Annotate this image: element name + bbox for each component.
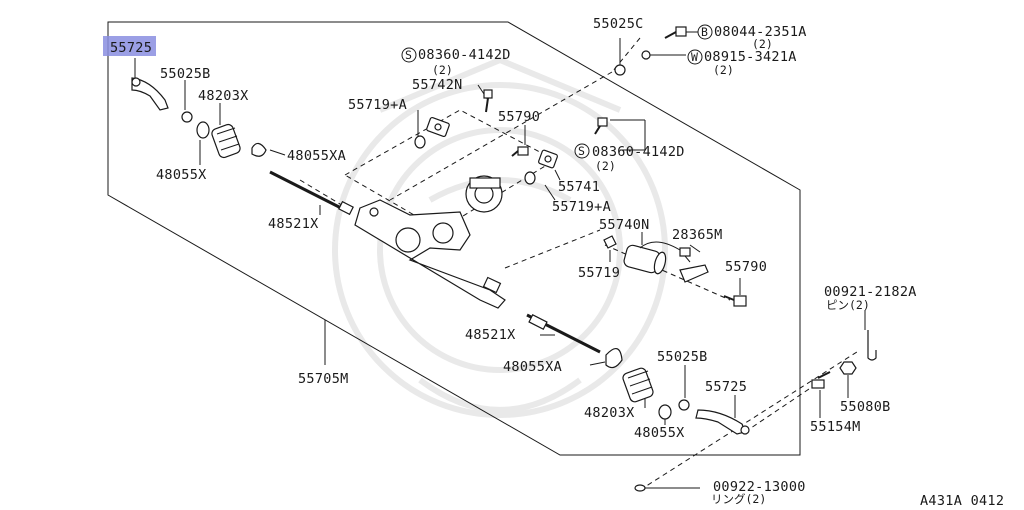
- label-48055XA-bot[interactable]: 48055XA: [503, 359, 562, 375]
- oring-55719A-mid: [524, 171, 536, 185]
- rack-housing-55705M: [354, 199, 506, 309]
- connector-28365M: [679, 247, 691, 257]
- label-08915[interactable]: 08915-3421A: [704, 49, 797, 65]
- label-48521X-bot[interactable]: 48521X: [465, 327, 516, 343]
- ring-00922: [634, 484, 646, 492]
- clamp-48055X-top: [196, 121, 210, 139]
- boot-48203X-top: [211, 123, 241, 159]
- bracket-55742N: [426, 116, 450, 138]
- nut-55025B-bot: [678, 399, 690, 411]
- tie-rod-end-bot: [695, 409, 750, 435]
- boot-48203X-bot: [622, 367, 654, 403]
- label-00922[interactable]: 00922-13000: [713, 479, 806, 495]
- label-55025B-top[interactable]: 55025B: [160, 66, 211, 82]
- motor-55742N: [465, 175, 503, 213]
- bolt-55154M: [811, 371, 831, 389]
- label-08915-qty: (2): [713, 63, 734, 77]
- label-55790-top[interactable]: 55790: [498, 109, 540, 125]
- bolt-08044: [664, 26, 687, 39]
- label-55719[interactable]: 55719: [578, 265, 620, 281]
- sensor-55740N: [623, 241, 691, 275]
- label-55080B[interactable]: 55080B: [840, 399, 891, 415]
- label-55740N[interactable]: 55740N: [599, 217, 650, 233]
- label-55719A-top[interactable]: 55719+A: [348, 97, 407, 113]
- label-48055X-top[interactable]: 48055X: [156, 167, 207, 183]
- part-labels: 55725 55025B 48203X 48055XA 48055X 48521…: [110, 16, 1004, 509]
- label-55154M[interactable]: 55154M: [810, 419, 861, 435]
- label-00921-jp: ピン(2): [826, 298, 870, 312]
- bolt-55790-top: [511, 146, 529, 157]
- circled-letters: S B W S: [401, 24, 713, 159]
- label-08044[interactable]: 08044-2351A: [714, 24, 807, 40]
- bolt-08360-top: [483, 89, 493, 113]
- label-55725-bot[interactable]: 55725: [705, 379, 747, 395]
- circle-s-top: S: [405, 48, 412, 62]
- label-48521X-top[interactable]: 48521X: [268, 216, 319, 232]
- circle-b: B: [701, 25, 708, 39]
- label-00922-jp: リング(2): [711, 492, 766, 506]
- washer-08915: [641, 50, 651, 60]
- label-48055X-bot[interactable]: 48055X: [634, 425, 685, 441]
- label-08360-mid[interactable]: 08360-4142D: [592, 144, 685, 160]
- bracket-28365M: [679, 264, 709, 283]
- leader-lines: [134, 31, 866, 489]
- nut-55080B: [839, 361, 857, 375]
- label-48203X-bot[interactable]: 48203X: [584, 405, 635, 421]
- diagram-code: A431A 0412: [920, 493, 1004, 509]
- circle-w: W: [691, 50, 698, 64]
- label-48055XA-top[interactable]: 48055XA: [287, 148, 346, 164]
- label-08360-top[interactable]: 08360-4142D: [418, 47, 511, 63]
- label-28365M[interactable]: 28365M: [672, 227, 723, 243]
- assembly-outline: [107, 21, 801, 456]
- clip-48055XA-top: [251, 142, 267, 157]
- label-55790-bot[interactable]: 55790: [725, 259, 767, 275]
- label-55705M[interactable]: 55705M: [298, 371, 349, 387]
- clip-48055XA-bot: [605, 348, 623, 369]
- label-55725-top[interactable]: 55725: [110, 40, 152, 56]
- bolt-08360-mid: [594, 117, 608, 135]
- label-08360-mid-qty: (2): [595, 159, 616, 173]
- circle-s-mid: S: [578, 144, 585, 158]
- label-55025B-bot[interactable]: 55025B: [657, 349, 708, 365]
- label-highlight: [103, 36, 156, 56]
- label-55742N[interactable]: 55742N: [412, 77, 463, 93]
- bolt-55790-bot: [723, 295, 747, 307]
- clamp-48055X-bot: [658, 404, 672, 420]
- label-48203X-top[interactable]: 48203X: [198, 88, 249, 104]
- oring-55719: [603, 235, 617, 249]
- label-55741[interactable]: 55741: [558, 179, 600, 195]
- label-08044-qty: (2): [752, 37, 773, 51]
- oring-55719A-top: [414, 135, 426, 149]
- label-55025C[interactable]: 55025C: [593, 16, 644, 32]
- bracket-55741: [538, 149, 558, 169]
- label-08360-top-qty: (2): [432, 63, 453, 77]
- nut-55025B-top: [181, 111, 193, 123]
- tie-rod-end-top: [131, 77, 169, 111]
- washer-55025C: [614, 64, 626, 76]
- inner-tie-rod-48521X-bot: [526, 313, 601, 354]
- label-00921[interactable]: 00921-2182A: [824, 284, 917, 300]
- pin-00921: [867, 330, 877, 361]
- inner-tie-rod-48521X-top: [269, 170, 354, 216]
- label-55719A-mid[interactable]: 55719+A: [552, 199, 611, 215]
